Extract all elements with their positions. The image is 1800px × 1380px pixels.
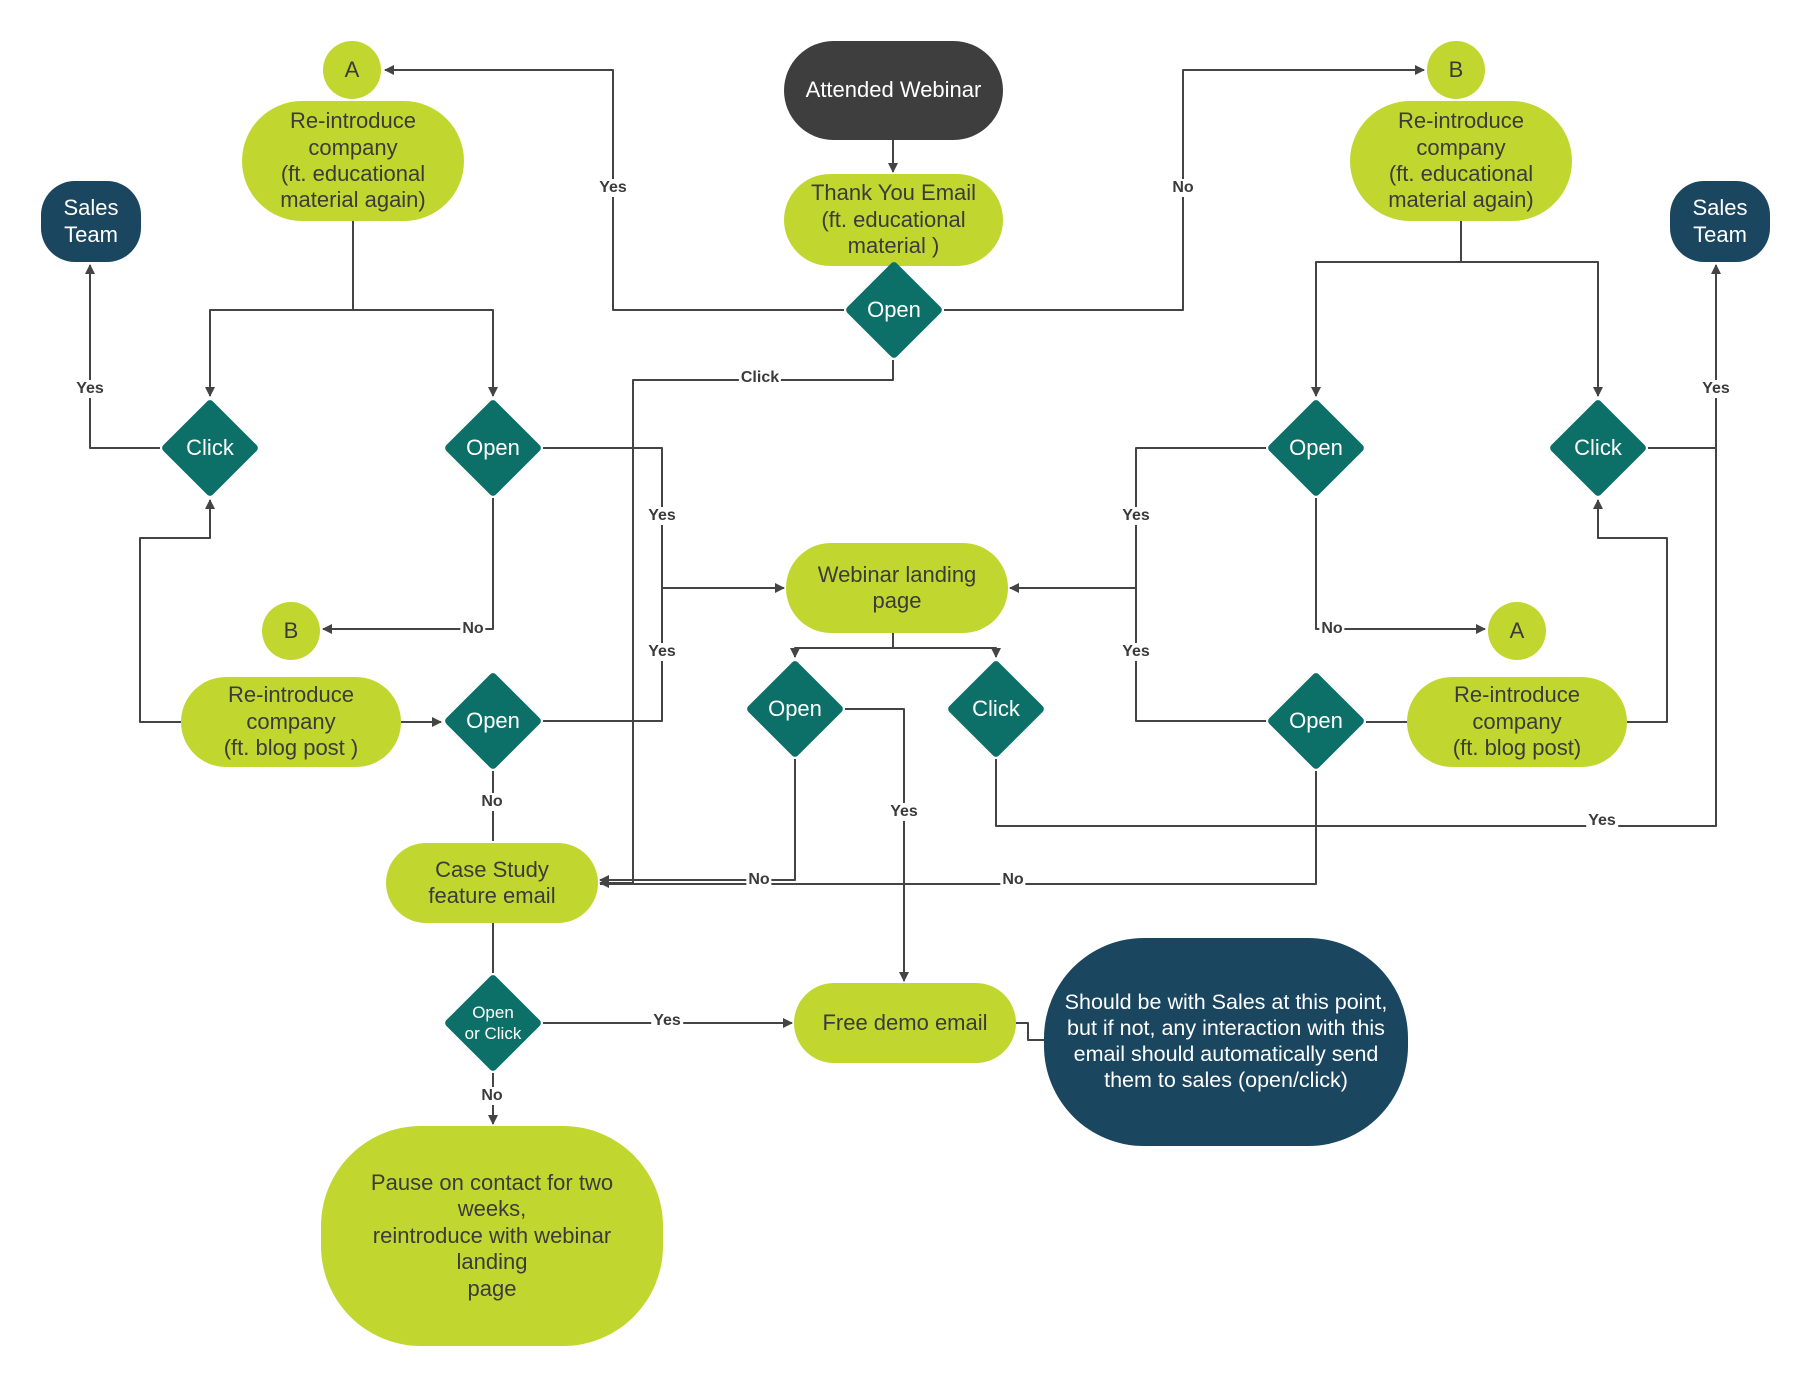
edge-label-yes-case-study: Yes <box>651 1012 683 1030</box>
wire-blog-left-yes-to-landing <box>543 588 663 722</box>
open-top-decision[interactable]: Open <box>844 260 944 360</box>
wire-reintro-right-to-open <box>1311 221 1462 397</box>
wire-reintro-right-to-click <box>1461 261 1603 397</box>
wire-open-landing-yes-to-demo <box>845 708 909 982</box>
click-landing-decision[interactable]: Click <box>946 659 1046 759</box>
open-blog-right-label: Open <box>1289 707 1343 733</box>
click-right-decision[interactable]: Click <box>1548 398 1648 498</box>
webinar-landing-page-label: Webinar landing page <box>817 561 977 613</box>
open-left-decision[interactable]: Open <box>443 398 543 498</box>
edge-label-click-top: Click <box>738 369 782 387</box>
reintro-blog-right-label: Re-introduce company (ft. blog post) <box>1452 682 1582 761</box>
edge-label-no-blog-left: No <box>479 793 505 811</box>
edge-label-no-open-landing: No <box>746 871 772 889</box>
open-right-decision[interactable]: Open <box>1266 398 1366 498</box>
edge-label-yes-top-left: Yes <box>597 179 629 197</box>
thank-you-email-label: Thank You Email (ft. educational materia… <box>810 180 977 259</box>
sales-note-text: Should be with Sales at this point, but … <box>1064 990 1388 1092</box>
edge-label-yes-click-right: Yes <box>1700 380 1732 398</box>
open-blog-left-decision[interactable]: Open <box>443 671 543 771</box>
open-right-label: Open <box>1289 434 1343 460</box>
reintro-edu-right-label: Re-introduce company (ft. educational ma… <box>1388 108 1534 213</box>
open-left-label: Open <box>466 434 520 460</box>
reintro-edu-left-node[interactable]: Re-introduce company (ft. educational ma… <box>242 101 464 221</box>
free-demo-email-label: Free demo email <box>822 1009 988 1035</box>
wire-landing-to-open <box>790 633 894 658</box>
connector-b-mid-left[interactable]: B <box>262 602 320 660</box>
edge-label-yes-click-landing: Yes <box>1586 812 1618 830</box>
wire-landing-to-click <box>893 647 1001 658</box>
wire-open-left-no-to-b <box>322 498 494 634</box>
wire-open-landing-no-to-casestudy <box>599 759 796 885</box>
connector-a-top-left-label: A <box>344 56 360 82</box>
sales-team-right-node[interactable]: Sales Team <box>1670 181 1770 262</box>
connector-a-mid-right[interactable]: A <box>1488 602 1546 660</box>
click-left-decision[interactable]: Click <box>160 398 260 498</box>
sales-team-left-label: Sales Team <box>63 195 119 247</box>
wire-reintro-left-to-click <box>205 221 354 397</box>
open-landing-label: Open <box>768 695 822 721</box>
sales-team-right-label: Sales Team <box>1692 195 1748 247</box>
click-landing-label: Click <box>972 695 1020 721</box>
edge-label-yes-blog-left: Yes <box>646 643 678 661</box>
wire-blog-right-yes-to-landing <box>1135 588 1266 722</box>
reintro-blog-left-node[interactable]: Re-introduce company (ft. blog post ) <box>181 677 401 767</box>
wire-blog-right-no-to-casestudy <box>600 771 1317 885</box>
reintro-blog-right-node[interactable]: Re-introduce company (ft. blog post) <box>1407 677 1627 767</box>
sales-note-node: Should be with Sales at this point, but … <box>1044 938 1408 1146</box>
open-blog-left-label: Open <box>466 707 520 733</box>
pause-contact-label: Pause on contact for two weeks, reintrod… <box>370 1170 614 1301</box>
webinar-landing-page-node[interactable]: Webinar landing page <box>786 543 1008 633</box>
edge-label-yes-click-left: Yes <box>74 380 106 398</box>
open-top-label: Open <box>867 296 921 322</box>
sales-team-left-node[interactable]: Sales Team <box>41 181 141 262</box>
wire-click-left-to-sales <box>85 264 160 449</box>
edge-label-yes-open-left: Yes <box>646 507 678 525</box>
free-demo-email-node[interactable]: Free demo email <box>794 983 1016 1063</box>
pause-contact-node[interactable]: Pause on contact for two weeks, reintrod… <box>321 1126 663 1346</box>
edge-label-no-top-right: No <box>1170 179 1196 197</box>
open-blog-right-decision[interactable]: Open <box>1266 671 1366 771</box>
click-left-label: Click <box>186 434 234 460</box>
wire-click-landing-yes-to-sales <box>995 448 1717 827</box>
thank-you-email-node[interactable]: Thank You Email (ft. educational materia… <box>784 174 1003 266</box>
connector-a-mid-right-label: A <box>1509 617 1525 643</box>
edge-label-yes-open-landing: Yes <box>888 803 920 821</box>
open-or-click-decision[interactable]: Open or Click <box>443 973 543 1073</box>
edge-label-yes-blog-right: Yes <box>1120 643 1152 661</box>
wire-open-right-no-to-a <box>1315 498 1486 634</box>
open-landing-decision[interactable]: Open <box>745 659 845 759</box>
wire-reintro-left-to-open <box>353 309 498 397</box>
edge-label-yes-open-right: Yes <box>1120 507 1152 525</box>
wire-blog-right-to-click <box>1593 499 1668 723</box>
wire-demo-to-note <box>1016 1022 1044 1041</box>
edge-label-no-case-study: No <box>479 1087 505 1105</box>
connector-b-top-right[interactable]: B <box>1427 41 1485 99</box>
case-study-email-label: Case Study feature email <box>428 856 556 908</box>
connector-a-top-left[interactable]: A <box>323 41 381 99</box>
case-study-email-node[interactable]: Case Study feature email <box>386 843 598 923</box>
edge-label-no-open-right: No <box>1319 620 1345 638</box>
edge-label-no-open-left: No <box>460 620 486 638</box>
click-right-label: Click <box>1574 434 1622 460</box>
reintro-edu-right-node[interactable]: Re-introduce company (ft. educational ma… <box>1350 101 1572 221</box>
wire-click-right-to-sales <box>1648 264 1721 449</box>
attended-webinar-node[interactable]: Attended Webinar <box>784 41 1003 140</box>
reintro-edu-left-label: Re-introduce company (ft. educational ma… <box>280 108 426 213</box>
reintro-blog-left-label: Re-introduce company (ft. blog post ) <box>223 682 359 761</box>
attended-webinar-label: Attended Webinar <box>805 77 982 103</box>
connector-b-top-right-label: B <box>1448 56 1464 82</box>
wire-blog-left-to-click <box>139 499 215 723</box>
open-or-click-label: Open or Click <box>464 1002 522 1043</box>
edge-label-no-blog-right: No <box>1000 871 1026 889</box>
connector-b-mid-left-label: B <box>283 617 299 643</box>
